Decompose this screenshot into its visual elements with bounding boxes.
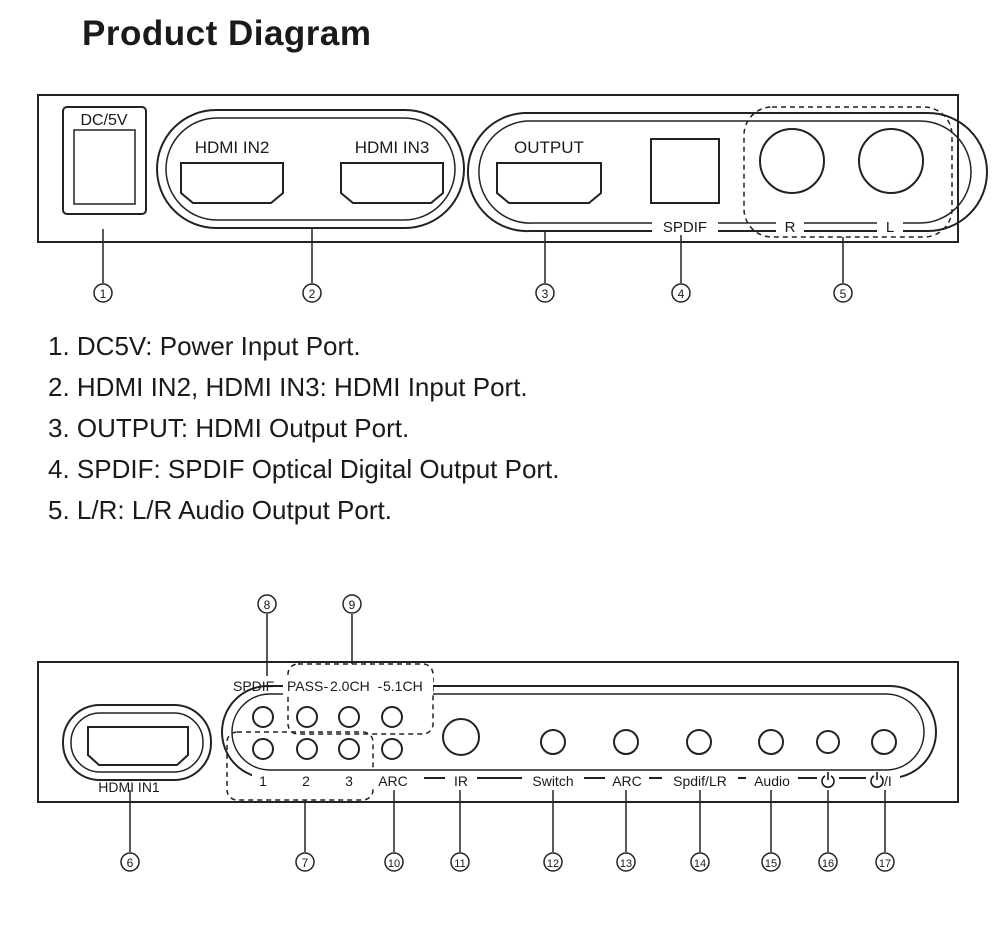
ch51-led: [381, 706, 403, 728]
callout-9: 9: [349, 598, 356, 612]
dc-label: DC/5V: [80, 112, 127, 129]
arc-button: [613, 729, 639, 755]
arc-button-label: ARC: [612, 773, 642, 789]
spdif-mode-label: SPDIF: [233, 678, 274, 694]
callout-6: 6: [127, 856, 134, 870]
hdmi-output-port: [496, 162, 602, 204]
power-button: [871, 729, 897, 755]
callout-5: 5: [840, 287, 847, 301]
hdmi-in1-port: [87, 726, 189, 766]
arc-led-label: ARC: [378, 773, 408, 789]
output-label: OUTPUT: [514, 138, 584, 157]
l-label: L: [886, 219, 894, 236]
hdmi-in3-label: HDMI IN3: [355, 138, 430, 157]
page-title: Product Diagram: [82, 14, 372, 53]
callout-10: 10: [388, 858, 400, 870]
ch51-label: 5.1CH: [383, 678, 423, 694]
description-line: 2. HDMI IN2, HDMI IN3: HDMI Input Port.: [48, 372, 528, 402]
switch-label: Switch: [532, 773, 573, 789]
dc-port-frame: [62, 106, 147, 215]
switch-button: [540, 729, 566, 755]
ir-sensor: [442, 718, 480, 756]
dc-jack: [73, 129, 136, 205]
audio-label: Audio: [754, 773, 790, 789]
pass-led: [296, 706, 318, 728]
callout-15: 15: [765, 858, 777, 870]
audio-button: [758, 729, 784, 755]
hdmi-in2-label: HDMI IN2: [195, 138, 270, 157]
input3-label: 3: [345, 773, 353, 789]
audio-r-jack: [759, 128, 825, 194]
description-line: 5. L/R: L/R Audio Output Port.: [48, 495, 392, 525]
audio-l-jack: [858, 128, 924, 194]
callout-11: 11: [454, 858, 465, 870]
callout-12: 12: [547, 858, 559, 870]
input1-led: [252, 738, 274, 760]
callout-17: 17: [879, 858, 891, 870]
hdmi-in3-port: [340, 162, 444, 204]
power-led: [816, 730, 840, 754]
spdif-port: [650, 138, 720, 204]
callout-14: 14: [694, 858, 706, 870]
description-line: 1. DC5V: Power Input Port.: [48, 331, 361, 361]
callout-13: 13: [620, 858, 632, 870]
arc-led: [381, 738, 403, 760]
output-group-outer: [466, 112, 988, 233]
svg-text:-: -: [324, 678, 329, 694]
rl-dashed-box: [743, 106, 953, 238]
spdif-lr-label: Spdif/LR: [673, 773, 727, 789]
input-leds-dashed-box: [226, 731, 374, 801]
input3-led: [338, 738, 360, 760]
power-icon: [821, 772, 835, 788]
callout-8: 8: [264, 598, 271, 612]
control-panel-inner: [231, 693, 925, 771]
spdif-label: SPDIF: [663, 219, 707, 236]
input1-label: 1: [259, 773, 267, 789]
description-line: 4. SPDIF: SPDIF Optical Digital Output P…: [48, 454, 560, 484]
input2-label: 2: [302, 773, 310, 789]
r-label: R: [785, 219, 796, 236]
spdif-lr-button: [686, 729, 712, 755]
input2-led: [296, 738, 318, 760]
ch20-led: [338, 706, 360, 728]
ir-label: IR: [454, 773, 468, 789]
audio-mode-dashed-box: [287, 663, 434, 735]
hdmi-in1-inner: [70, 712, 204, 773]
hdmi-in-group-outer: [156, 109, 465, 229]
power-toggle-icon: [870, 772, 884, 788]
callout-3: 3: [542, 287, 549, 301]
hdmi-in1-outer: [62, 704, 212, 781]
front-panel: [37, 661, 959, 803]
hdmi-in-group-inner: [165, 117, 456, 221]
pass-label: PASS: [287, 678, 323, 694]
output-group-inner: [478, 120, 972, 224]
power-toggle-suffix: /I: [884, 773, 892, 789]
spdif-led: [252, 706, 274, 728]
hdmi-in1-label: HDMI IN1: [98, 779, 160, 795]
hdmi-in2-port: [180, 162, 284, 204]
description-line: 3. OUTPUT: HDMI Output Port.: [48, 413, 410, 443]
rear-panel: [37, 94, 959, 243]
callout-4: 4: [678, 287, 685, 301]
callout-16: 16: [822, 858, 834, 870]
callout-2: 2: [309, 287, 316, 301]
callout-1: 1: [100, 287, 107, 301]
ch20-label: 2.0CH: [330, 678, 370, 694]
svg-text:-: -: [378, 678, 383, 694]
callout-7: 7: [302, 856, 309, 870]
